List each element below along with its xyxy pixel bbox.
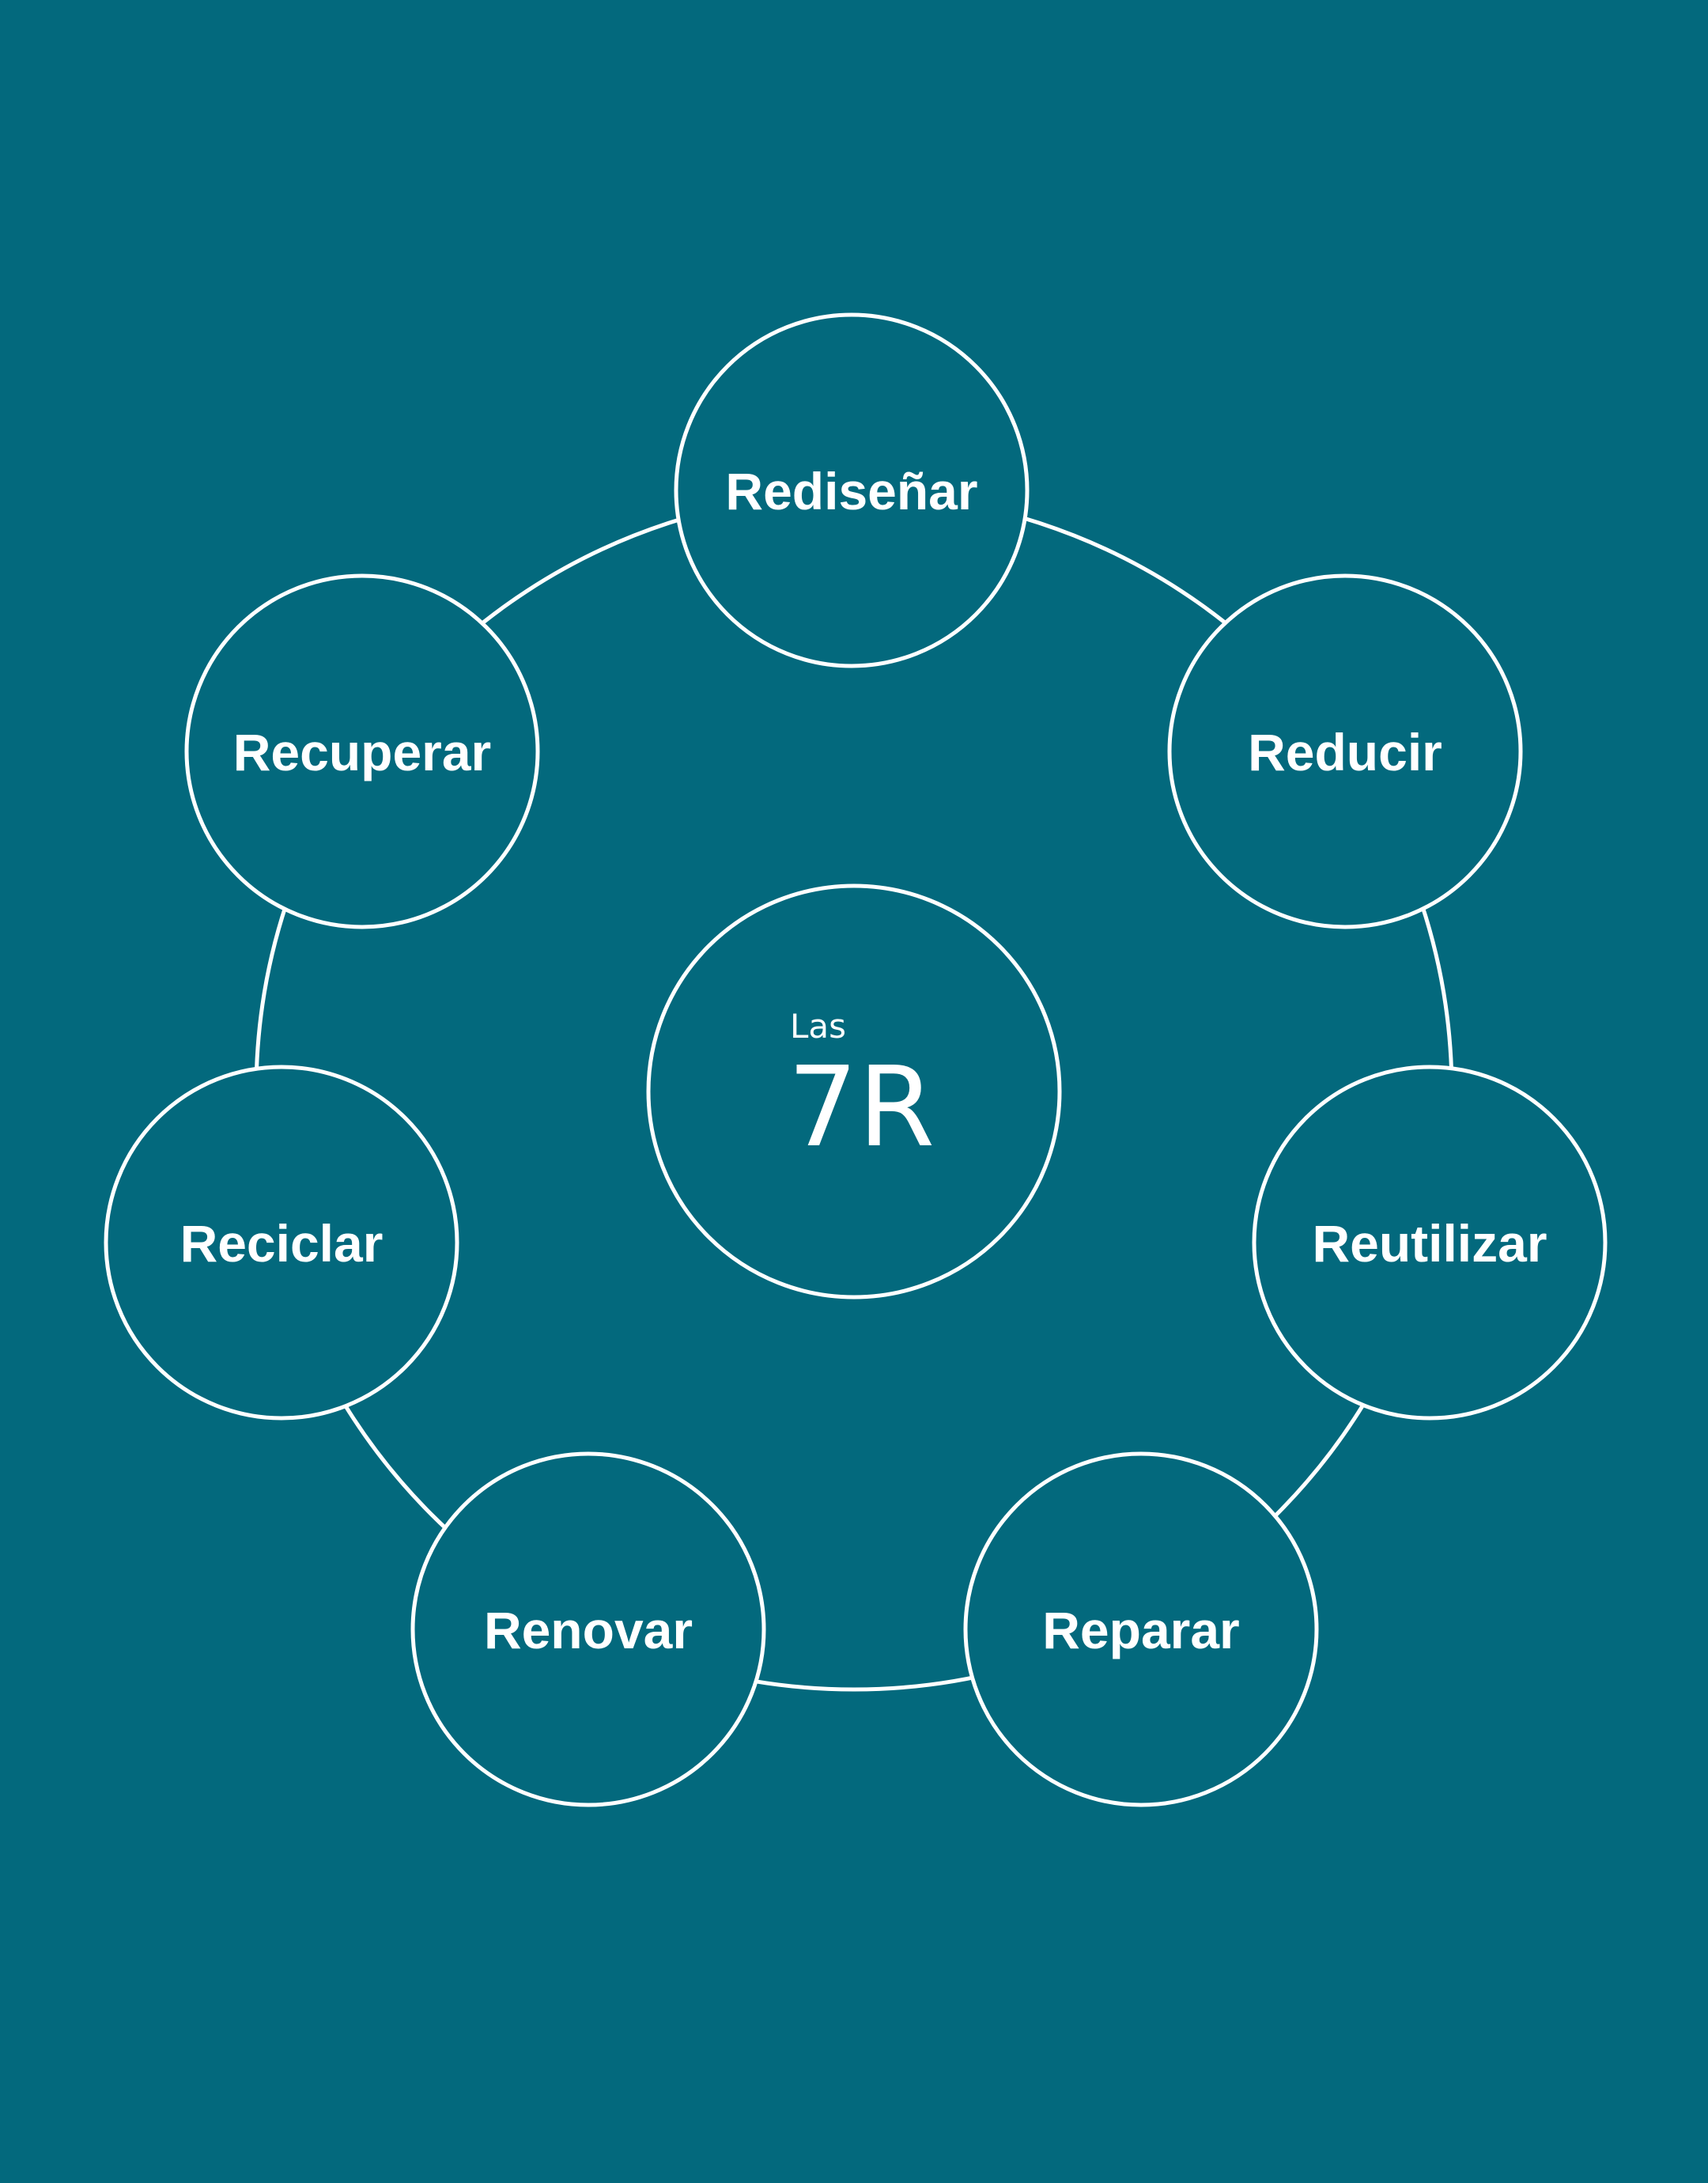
center-circle xyxy=(646,883,1062,1300)
cycle-node-renovar: Renovar xyxy=(410,1451,766,1807)
center-big-label: 7R xyxy=(788,1043,935,1172)
cycle-node-reparar: Reparar xyxy=(963,1451,1319,1807)
node-circle xyxy=(410,1451,766,1807)
node-circle xyxy=(674,312,1030,668)
cycle-node-reducir: Reducir xyxy=(1167,573,1523,929)
center-node: Las 7R xyxy=(646,883,1062,1300)
node-label: Reparar xyxy=(1042,1601,1239,1659)
node-label: Rediseñar xyxy=(725,462,977,520)
node-circle xyxy=(184,573,540,929)
node-label: Reutilizar xyxy=(1312,1214,1547,1273)
node-label: Reciclar xyxy=(180,1214,384,1273)
cycle-node-reciclar: Reciclar xyxy=(104,1065,459,1421)
node-label: Renovar xyxy=(484,1601,693,1659)
node-circle xyxy=(1167,573,1523,929)
node-circle xyxy=(963,1451,1319,1807)
node-circle xyxy=(104,1065,459,1421)
node-circle xyxy=(1252,1065,1608,1421)
cycle-node-reutilizar: Reutilizar xyxy=(1252,1065,1608,1421)
center-small-label: Las xyxy=(790,1007,846,1046)
cycle-node-recuperar: Recuperar xyxy=(184,573,540,929)
cycle-node-redisenar: Rediseñar xyxy=(674,312,1030,668)
node-label: Recuperar xyxy=(233,723,492,781)
node-label: Reducir xyxy=(1248,723,1442,781)
